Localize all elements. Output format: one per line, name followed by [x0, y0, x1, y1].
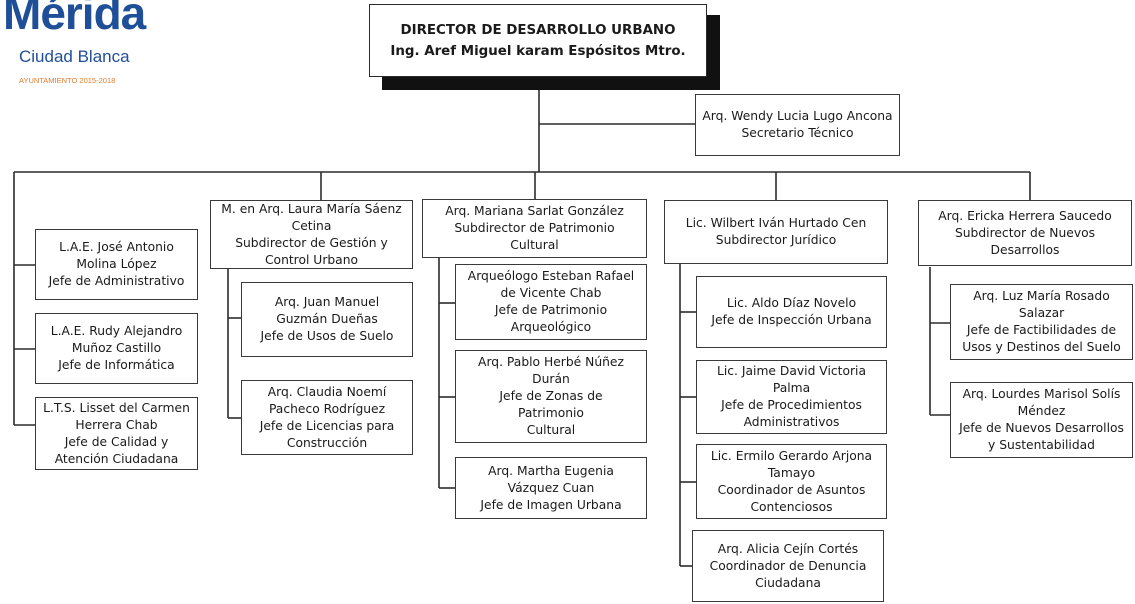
unit-box: Arq. Martha Eugenia Vázquez Cuan Jefe de… — [455, 457, 647, 519]
box-text-line: Jefe de Informática — [58, 358, 175, 372]
box-text-line: Lic. Aldo Díaz Novelo — [726, 296, 857, 310]
box-text-line: Jefe de Imagen Urbana — [480, 497, 622, 512]
box-text-line: Cultural — [510, 238, 559, 252]
box-text-line: Jefe de Zonas de — [499, 389, 603, 403]
logo-tagline: AYUNTAMIENTO 2015-2018 — [19, 76, 116, 85]
box-text-line: Arq. Claudia Noemí — [267, 384, 387, 399]
box-text-line: Pacheco Rodríguez — [268, 401, 386, 416]
box-text-line: Jefe de Nuevos Desarrollos — [959, 421, 1124, 435]
box-text-line: Lic. Wilbert Iván Hurtado Cen — [685, 216, 867, 230]
box-text-line: Contenciosos — [750, 499, 833, 514]
secretary-box: Arq. Wendy Lucia Lugo Ancona Secretario … — [695, 94, 900, 156]
box-text-line: Jefe de Calidad y — [64, 434, 169, 449]
logo-wordmark: Mérida — [3, 0, 146, 39]
box-text-line: Guzmán Dueñas — [276, 312, 378, 326]
box-text-line: Cetina — [291, 218, 332, 233]
box-text-line: Vázquez Cuan — [507, 480, 595, 495]
box-text-line: Subdirector de Gestión y — [235, 235, 388, 250]
box-text-line: Salazar — [1018, 306, 1065, 320]
box-text-line: Arq. Wendy Lucia Lugo Ancona — [702, 109, 893, 123]
box-text-line: Subdirector de Patrimonio — [454, 221, 615, 235]
director-title: DIRECTOR DE DESARROLLO URBANO — [400, 22, 676, 38]
subdirector-box: Lic. Wilbert Iván Hurtado Cen Subdirecto… — [664, 200, 888, 264]
box-text-line: Coordinador de Asuntos — [717, 482, 866, 497]
box-text-line: Durán — [532, 372, 570, 386]
box-text-line: Secretario Técnico — [741, 126, 854, 140]
director-box: DIRECTOR DE DESARROLLO URBANO Ing. Aref … — [369, 4, 707, 77]
box-text-line: Jefe de Administrativo — [48, 274, 185, 288]
box-text-line: Patrimonio — [518, 406, 584, 420]
admin-unit-box: L.A.E. José Antonio Molina López Jefe de… — [35, 229, 198, 300]
box-text-line: L.A.E. José Antonio — [59, 240, 174, 254]
unit-box: Arq. Claudia Noemí Pacheco Rodríguez Jef… — [241, 380, 413, 455]
subdirector-box: M. en Arq. Laura María Sáenz Cetina Subd… — [210, 200, 413, 269]
box-text-line: Ciudadana — [755, 575, 821, 590]
box-text-line: Lic. Ermilo Gerardo Arjona — [710, 448, 873, 463]
box-text-line: Molina López — [76, 257, 157, 271]
box-text-line: Arqueólogo Esteban Rafael — [467, 269, 635, 283]
box-text-line: Subdirector de Nuevos — [954, 225, 1096, 240]
merida-logo: Mérida Ciudad Blanca AYUNTAMIENTO 2015-2… — [0, 0, 200, 100]
box-text-line: Méndez — [1017, 404, 1066, 418]
box-text-line: Arq. Luz María Rosado — [973, 289, 1110, 303]
box-text-line: Arq. Juan Manuel — [274, 295, 380, 309]
box-text-line: Muñoz Castillo — [71, 341, 162, 355]
box-text-line: Tamayo — [767, 465, 816, 480]
unit-box: Arq. Luz María Rosado Salazar Jefe de Fa… — [950, 284, 1133, 360]
subdirector-box: Arq. Ericka Herrera Saucedo Subdirector … — [918, 200, 1132, 266]
director-name: Ing. Aref Miguel karam Espósitos Mtro. — [390, 43, 686, 59]
box-text-line: Desarrollos — [990, 242, 1060, 257]
box-text-line: Arq. Mariana Sarlat González — [445, 204, 624, 218]
box-text-line: Jefe de Factibilidades de — [966, 323, 1117, 337]
unit-box: Arqueólogo Esteban Rafael de Vicente Cha… — [455, 264, 647, 340]
box-text-line: Arq. Pablo Herbé Núñez — [478, 355, 624, 369]
box-text-line: Jefe de Licencias para — [259, 418, 395, 433]
box-text-line: M. en Arq. Laura María Sáenz — [221, 201, 402, 216]
box-text-line: Subdirector Jurídico — [715, 233, 837, 247]
unit-box: Lic. Ermilo Gerardo Arjona Tamayo Coordi… — [696, 444, 887, 519]
box-text-line: Lic. Jaime David Victoria — [717, 364, 866, 378]
box-text-line: Jefe de Inspección Urbana — [711, 313, 872, 327]
subdirector-box: Arq. Mariana Sarlat González Subdirector… — [422, 199, 647, 258]
unit-box: Arq. Lourdes Marisol Solís Méndez Jefe d… — [950, 382, 1133, 458]
box-text-line: Cultural — [526, 423, 576, 437]
box-text-line: Jefe de Usos de Suelo — [260, 329, 394, 343]
unit-box: Lic. Aldo Díaz Novelo Jefe de Inspección… — [696, 276, 887, 348]
box-text-line: Administrativos — [743, 415, 840, 429]
box-text-line: Coordinador de Denuncia — [709, 558, 867, 573]
box-text-line: L.A.E. Rudy Alejandro — [50, 324, 183, 338]
box-text-line: de Vicente Chab — [500, 286, 602, 300]
box-text-line: L.T.S. Lisset del Carmen — [43, 400, 190, 415]
box-text-line: Palma — [772, 381, 811, 395]
unit-box: Arq. Juan Manuel Guzmán Dueñas Jefe de U… — [241, 282, 413, 357]
unit-box: Arq. Alicia Cejín Cortés Coordinador de … — [692, 530, 884, 602]
box-text-line: Herrera Chab — [75, 417, 158, 432]
box-text-line: Arq. Lourdes Marisol Solís — [962, 387, 1121, 401]
admin-unit-box: L.A.E. Rudy Alejandro Muñoz Castillo Jef… — [35, 313, 198, 384]
box-text-line: Arqueológico — [510, 320, 592, 334]
box-text-line: Arq. Ericka Herrera Saucedo — [938, 208, 1112, 223]
box-text-line: Arq. Martha Eugenia — [488, 463, 614, 478]
box-text-line: Atención Ciudadana — [54, 451, 179, 466]
box-text-line: Jefe de Patrimonio — [494, 303, 608, 317]
unit-box: Arq. Pablo Herbé Núñez Durán Jefe de Zon… — [455, 350, 647, 443]
box-text-line: Usos y Destinos del Suelo — [962, 340, 1121, 354]
logo-subtitle: Ciudad Blanca — [19, 47, 130, 66]
box-text-line: y Sustentabilidad — [988, 438, 1095, 452]
admin-unit-box: L.T.S. Lisset del Carmen Herrera Chab Je… — [35, 397, 198, 470]
box-text-line: Control Urbano — [264, 252, 359, 267]
unit-box: Lic. Jaime David Victoria Palma Jefe de … — [696, 360, 887, 434]
box-text-line: Construcción — [286, 435, 368, 450]
box-text-line: Arq. Alicia Cejín Cortés — [717, 541, 859, 556]
box-text-line: Jefe de Procedimientos — [721, 398, 862, 412]
